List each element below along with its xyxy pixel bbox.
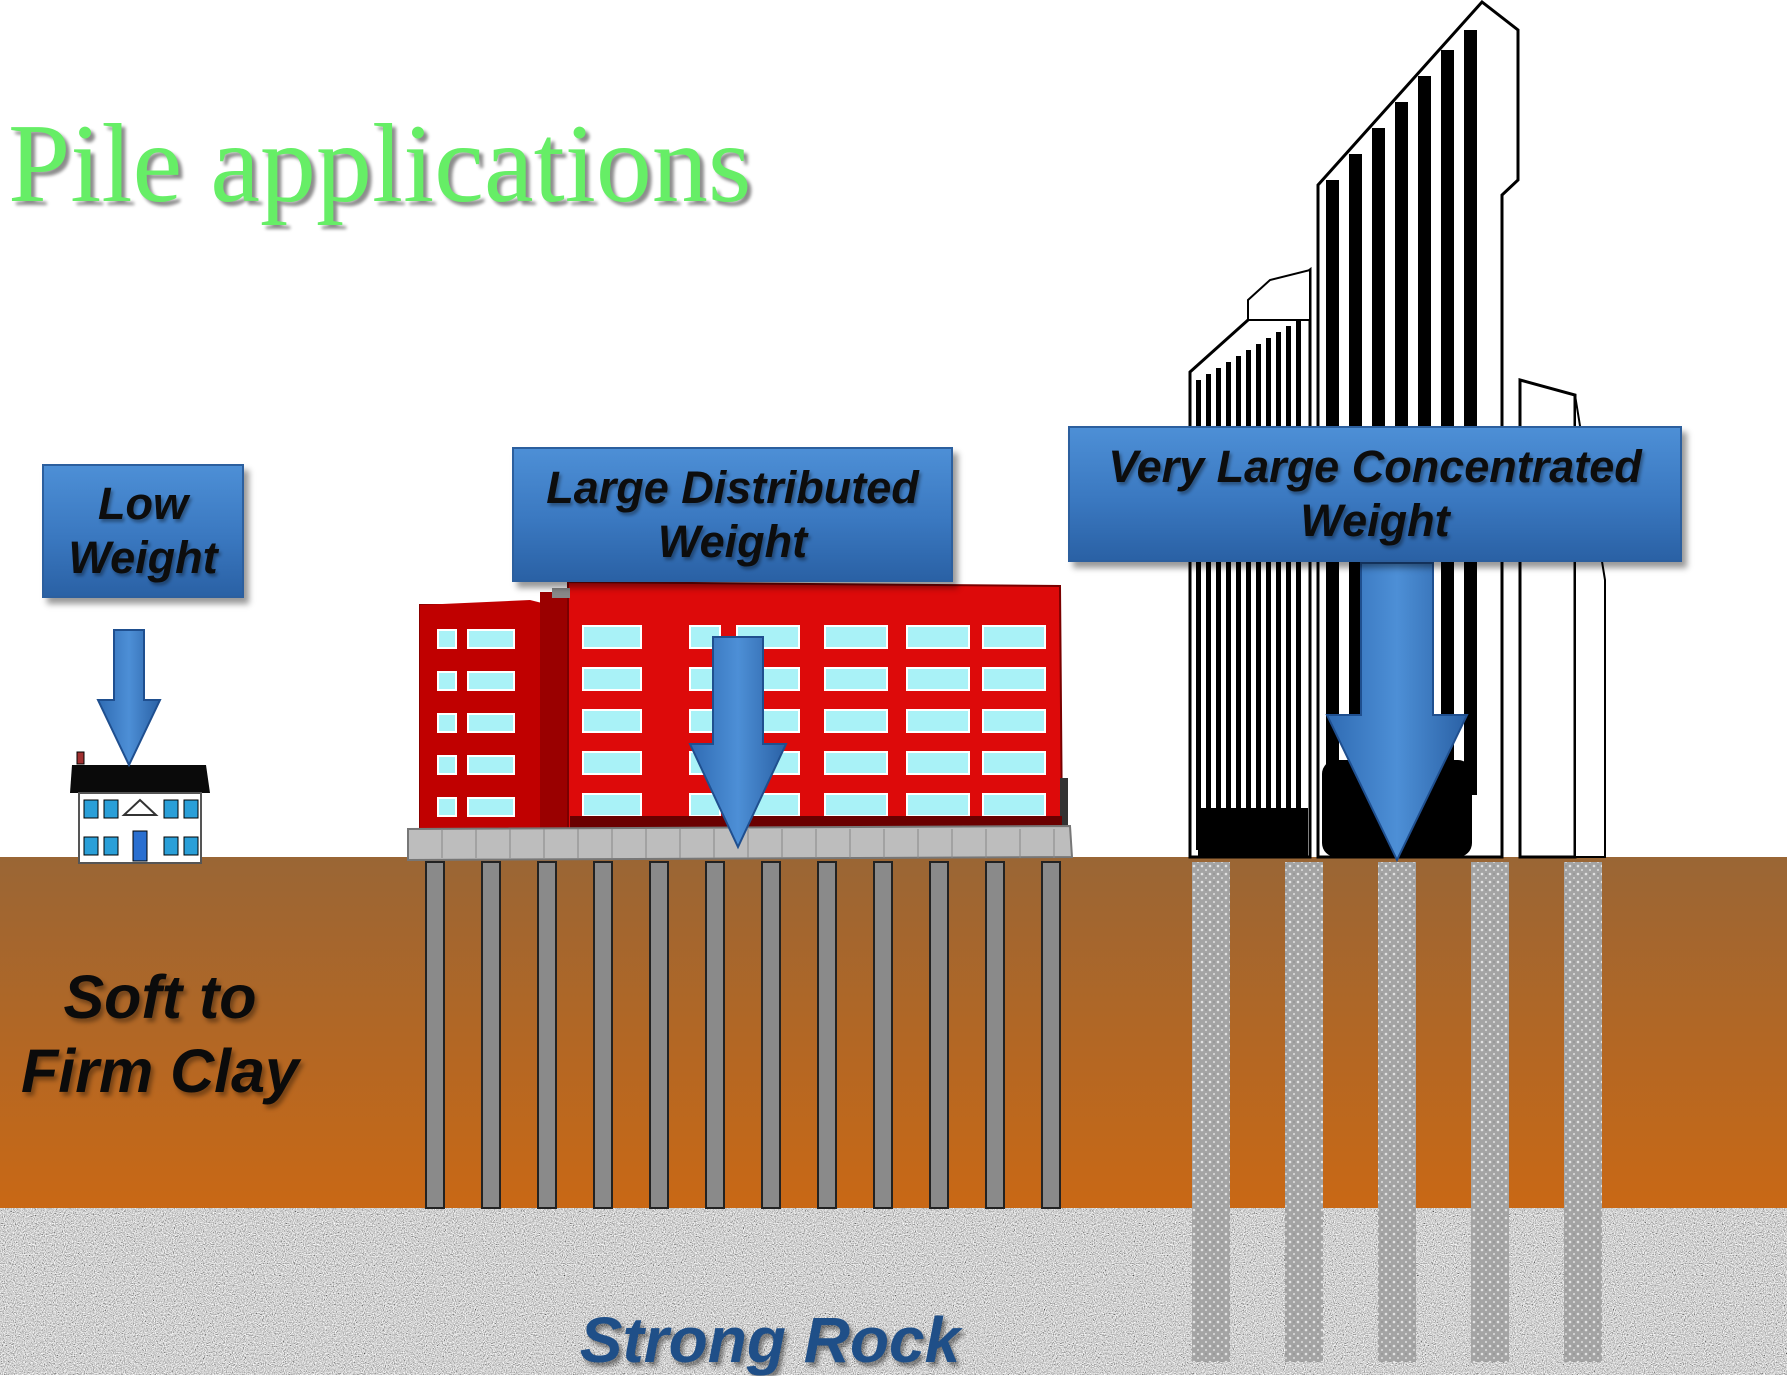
bored-piles bbox=[1192, 862, 1602, 1362]
rock-layer-label: Strong Rock bbox=[579, 1304, 961, 1376]
very-large-concentrated-weight-box: Very Large Concentrated Weight bbox=[1068, 426, 1682, 562]
low-weight-label: Low Weight bbox=[68, 478, 218, 583]
clay-layer-label: Soft to Firm Clay bbox=[21, 963, 299, 1106]
bored-pile bbox=[1378, 862, 1416, 1362]
steel-pile bbox=[537, 861, 557, 1209]
steel-pile bbox=[985, 861, 1005, 1209]
low-weight-box: Low Weight bbox=[42, 464, 244, 598]
steel-pile bbox=[1041, 861, 1061, 1209]
house-icon bbox=[70, 751, 210, 864]
thin-piles bbox=[425, 861, 1061, 1209]
steel-pile bbox=[705, 861, 725, 1209]
bored-pile bbox=[1192, 862, 1230, 1362]
bored-pile bbox=[1564, 862, 1602, 1362]
steel-pile bbox=[817, 861, 837, 1209]
bored-pile bbox=[1471, 862, 1509, 1362]
large-distributed-weight-box: Large Distributed Weight bbox=[512, 447, 953, 582]
steel-pile bbox=[929, 861, 949, 1209]
steel-pile bbox=[593, 861, 613, 1209]
very-large-concentrated-weight-label: Very Large Concentrated Weight bbox=[1108, 441, 1642, 546]
steel-pile bbox=[481, 861, 501, 1209]
bored-pile bbox=[1285, 862, 1323, 1362]
down-arrow-icon bbox=[96, 629, 162, 768]
steel-pile bbox=[649, 861, 669, 1209]
steel-pile bbox=[425, 861, 445, 1209]
page-title: Pile applications bbox=[8, 102, 752, 226]
steel-pile bbox=[761, 861, 781, 1209]
steel-pile bbox=[873, 861, 893, 1209]
down-arrow-icon bbox=[1325, 562, 1469, 863]
down-arrow-icon bbox=[688, 636, 788, 850]
large-distributed-weight-label: Large Distributed Weight bbox=[546, 461, 919, 567]
